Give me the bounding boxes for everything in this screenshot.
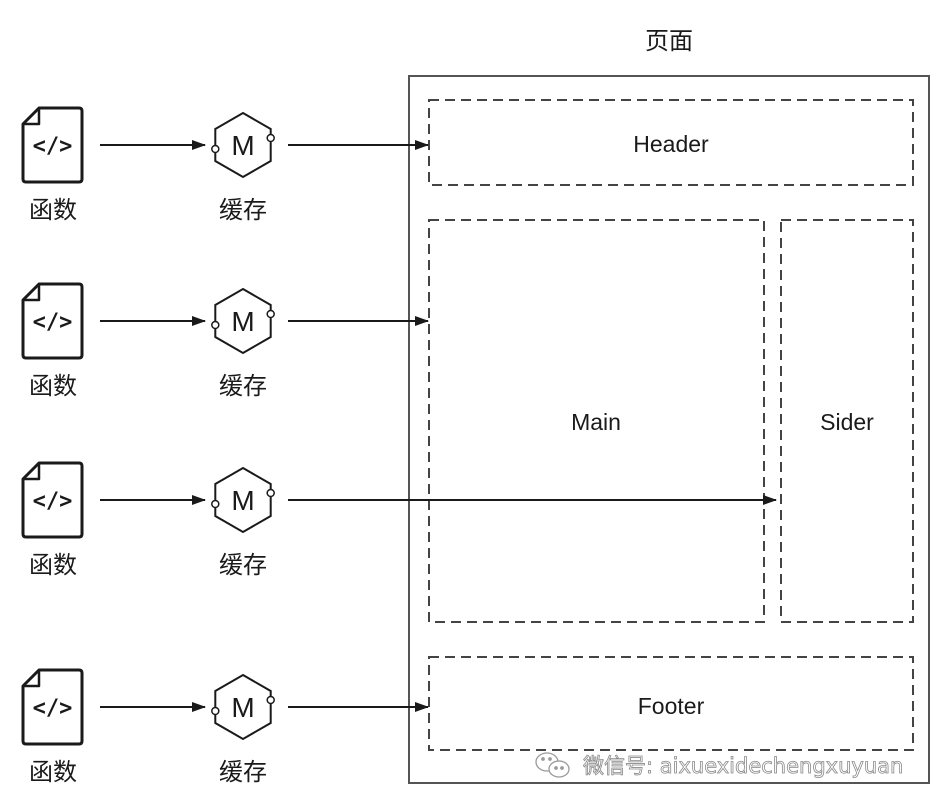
output-port [266,488,275,498]
sider-region: Sider [780,219,914,623]
memo-hexagon-icon: M [211,287,275,355]
code-file-icon: </> [21,461,84,539]
input-port [211,706,220,716]
code-glyph: </> [33,489,73,514]
code-glyph: </> [33,134,73,159]
header-region-box [428,99,914,186]
cache-label: 缓存 [219,196,267,224]
wechat-icon [535,752,570,778]
page-container [408,75,930,784]
memo-glyph: M [231,130,254,161]
main-region-box [428,219,765,623]
watermark-text: 微信号: aixuexidechengxuyuan [583,754,903,778]
header-region: Header [428,99,914,186]
main-region-label: Main [571,409,621,435]
footer-region-box [428,656,914,751]
input-port [211,144,220,154]
main-region: Main [428,219,765,623]
function-label: 函数 [29,196,77,224]
memo-glyph: M [231,485,254,516]
code-file-icon: </> [21,282,84,360]
header-region-label: Header [633,131,709,157]
memo-glyph: M [231,306,254,337]
output-port [266,309,275,319]
code-glyph: </> [33,696,73,721]
flow-row: </> 函数 M 缓存 [21,282,429,400]
code-file-icon: </> [21,106,84,184]
memo-hexagon-icon: M [211,673,275,741]
code-glyph: </> [33,310,73,335]
memo-glyph: M [231,692,254,723]
flow-rows: </> 函数 M 缓存 </> 函数 M 缓存 </> 函数 M 缓存 </> 函数 M 缓存 [21,106,777,786]
memo-hexagon-icon: M [211,466,275,534]
footer-region-label: Footer [638,693,705,719]
output-port [266,133,275,143]
flow-row: </> 函数 M 缓存 [21,668,429,786]
cache-label: 缓存 [219,758,267,786]
page-title: 页面 [645,27,693,55]
input-port [211,320,220,330]
watermark: 微信号: aixuexidechengxuyuan [535,752,904,778]
code-file-icon: </> [21,668,84,746]
output-port [266,695,275,705]
function-label: 函数 [29,372,77,400]
memo-hexagon-icon: M [211,111,275,179]
cache-label: 缓存 [219,551,267,579]
flow-row: </> 函数 M 缓存 [21,461,777,579]
sider-region-label: Sider [820,409,874,435]
sider-region-box [780,219,914,623]
input-port [211,499,220,509]
flow-row: </> 函数 M 缓存 [21,106,429,224]
function-label: 函数 [29,551,77,579]
function-label: 函数 [29,758,77,786]
footer-region: Footer [428,656,914,751]
cache-label: 缓存 [219,372,267,400]
